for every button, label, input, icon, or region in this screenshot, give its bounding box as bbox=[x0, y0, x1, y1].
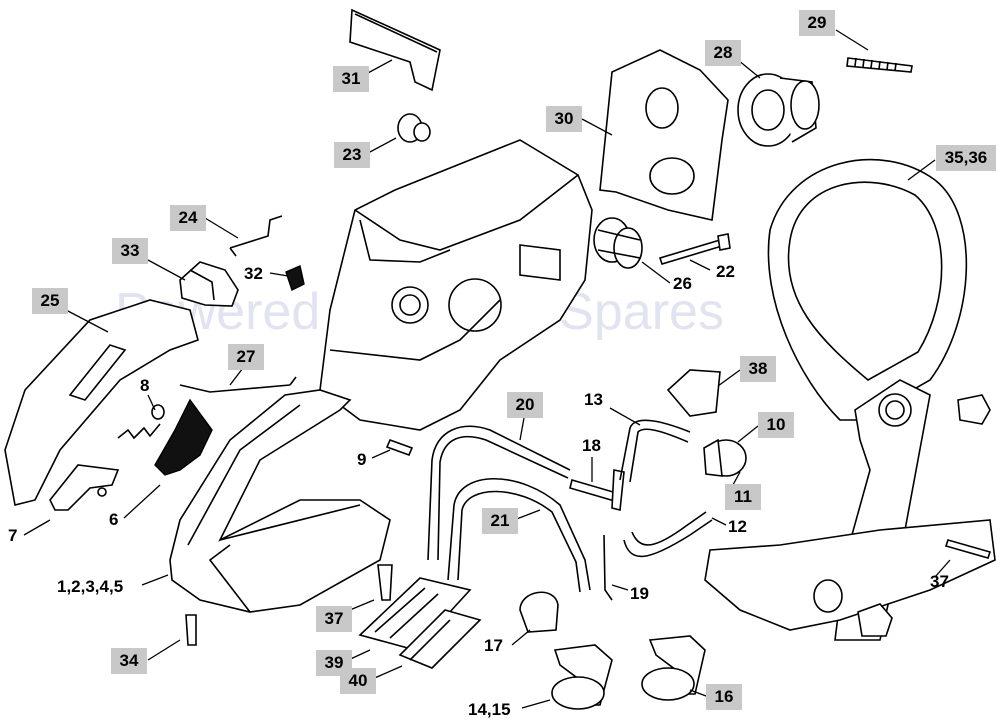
callout-33: 33 bbox=[112, 238, 148, 264]
part-30-baffle bbox=[599, 49, 729, 221]
callout-16: 16 bbox=[706, 684, 742, 710]
callout-14-15: 14,15 bbox=[468, 700, 511, 719]
part-12-hose bbox=[623, 519, 713, 558]
callout-10: 10 bbox=[758, 412, 794, 438]
part-25-cover bbox=[4, 299, 199, 506]
part-35-handlebar bbox=[767, 158, 968, 421]
callout-29: 29 bbox=[799, 10, 835, 36]
part-37-screw-left bbox=[377, 564, 393, 601]
callout-6: 6 bbox=[109, 510, 119, 529]
part-13-hose bbox=[619, 419, 691, 481]
callout-11: 11 bbox=[725, 484, 761, 510]
part-33-trigger bbox=[179, 261, 239, 307]
part-32-clip bbox=[285, 265, 305, 291]
callout-19: 19 bbox=[630, 584, 649, 603]
leader-lines bbox=[23, 29, 951, 709]
tank-rear-handle bbox=[169, 389, 391, 613]
callout-26: 26 bbox=[673, 274, 692, 293]
part-20-hose bbox=[427, 425, 571, 561]
callout-17: 17 bbox=[484, 636, 503, 655]
callout-25: 25 bbox=[32, 288, 68, 314]
callout-1-5: 1,2,3,4,5 bbox=[57, 577, 124, 596]
callout-18: 18 bbox=[582, 436, 601, 455]
callout-34: 34 bbox=[111, 648, 147, 674]
part-17-pickup bbox=[519, 591, 559, 633]
part-34-screw bbox=[185, 614, 197, 646]
callout-37-left: 37 bbox=[316, 606, 352, 632]
main-housing bbox=[319, 139, 593, 431]
callout-13: 13 bbox=[584, 390, 603, 409]
part-40-plate bbox=[398, 609, 482, 669]
callout-9: 9 bbox=[357, 450, 367, 469]
part-19-hose bbox=[603, 534, 613, 601]
part-27-rod bbox=[179, 376, 297, 393]
callout-32: 32 bbox=[244, 264, 263, 283]
part-9-pin bbox=[385, 438, 414, 457]
callout-22: 22 bbox=[716, 262, 735, 281]
callout-8: 8 bbox=[140, 376, 150, 395]
callout-27: 27 bbox=[228, 344, 264, 370]
part-caps bbox=[957, 394, 991, 425]
callout-37-right: 37 bbox=[930, 572, 949, 591]
callout-21: 21 bbox=[482, 508, 518, 534]
callout-20: 20 bbox=[507, 392, 543, 418]
callout-30: 30 bbox=[546, 106, 582, 132]
callout-35-36: 35,36 bbox=[936, 145, 996, 171]
part-37-screw-right bbox=[944, 539, 992, 559]
callout-40: 40 bbox=[340, 668, 376, 694]
part-6-lever bbox=[154, 398, 213, 476]
part-21-hose bbox=[447, 478, 591, 591]
callout-12: 12 bbox=[728, 517, 747, 536]
callout-24: 24 bbox=[170, 205, 206, 231]
part-8-spring bbox=[117, 423, 161, 440]
callout-28: 28 bbox=[705, 40, 741, 66]
part-31-cover bbox=[349, 8, 441, 92]
part-38-cap bbox=[666, 369, 721, 417]
callout-38: 38 bbox=[740, 356, 776, 382]
callout-31: 31 bbox=[333, 66, 369, 92]
callout-7: 7 bbox=[8, 526, 18, 545]
callout-23: 23 bbox=[334, 142, 370, 168]
part-24-rod bbox=[229, 215, 283, 257]
part-7-lever bbox=[49, 464, 120, 511]
